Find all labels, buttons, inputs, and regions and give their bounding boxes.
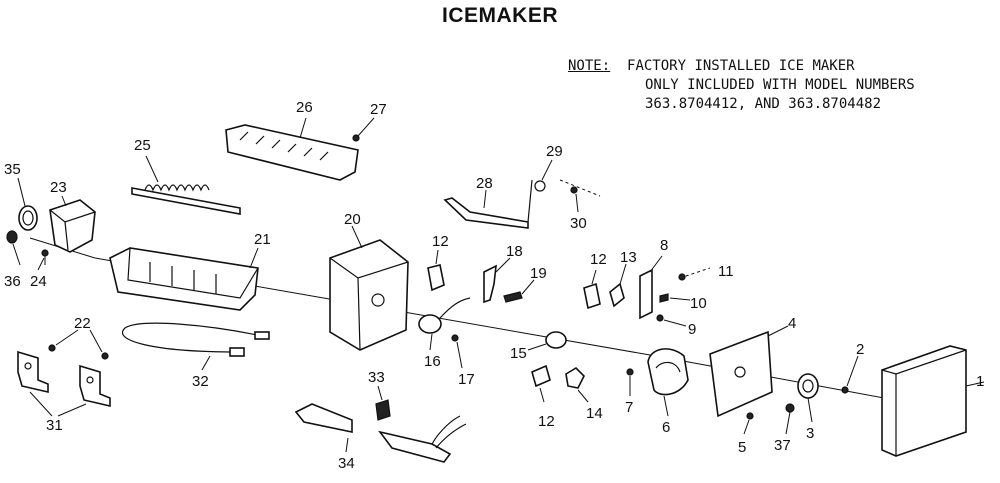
part-21-mold bbox=[109, 247, 259, 311]
callout-2: 2 bbox=[856, 341, 864, 358]
diagram-title: ICEMAKER bbox=[441, 4, 558, 27]
callout-20: 20 bbox=[344, 211, 361, 228]
part-34-harness bbox=[294, 403, 467, 463]
part-27-screw bbox=[352, 117, 375, 142]
part-8-thermostat bbox=[639, 255, 663, 320]
part-26-stripper bbox=[225, 117, 359, 181]
part-24-screw bbox=[37, 249, 49, 271]
part-31-brackets bbox=[17, 350, 111, 417]
part-32-heater bbox=[122, 322, 270, 371]
callout-14: 14 bbox=[586, 405, 603, 422]
part-15-plug bbox=[527, 331, 567, 351]
callout-36: 36 bbox=[4, 273, 21, 290]
part-3-knob bbox=[797, 373, 819, 423]
part-37-nut bbox=[785, 403, 795, 435]
callout-25: 25 bbox=[134, 137, 151, 154]
callout-1: 1 bbox=[976, 373, 984, 390]
callout-24: 24 bbox=[30, 273, 47, 290]
callout-9: 9 bbox=[688, 321, 696, 338]
part-9-screw bbox=[656, 314, 687, 327]
part-33-clip bbox=[375, 385, 391, 421]
part-11-screw bbox=[678, 267, 711, 281]
part-18-lever bbox=[483, 257, 511, 304]
part-12-switch-lower bbox=[531, 364, 551, 403]
part-2-screw bbox=[841, 355, 859, 394]
callout-6: 6 bbox=[662, 419, 670, 436]
part-30-screw bbox=[559, 179, 601, 213]
callout-8: 8 bbox=[660, 237, 668, 254]
callout-18: 18 bbox=[506, 243, 523, 260]
part-14-actuator bbox=[565, 366, 589, 403]
part-13-holder bbox=[609, 263, 627, 308]
callout-12-middle: 12 bbox=[590, 251, 607, 268]
callout-27: 27 bbox=[370, 101, 387, 118]
part-7-screw bbox=[626, 368, 634, 396]
part-16-motor bbox=[418, 297, 471, 351]
callout-11: 11 bbox=[718, 263, 734, 280]
callout-35: 35 bbox=[4, 161, 21, 178]
note-label: NOTE: bbox=[568, 58, 611, 74]
part-10-clip bbox=[659, 293, 691, 303]
callout-17: 17 bbox=[458, 371, 475, 388]
callout-29: 29 bbox=[546, 143, 563, 160]
part-12-switch-middle bbox=[583, 269, 601, 310]
callout-37: 37 bbox=[774, 437, 791, 454]
part-36-nut bbox=[6, 230, 21, 266]
part-20-housing bbox=[329, 225, 409, 351]
callout-28: 28 bbox=[476, 175, 493, 192]
callout-21: 21 bbox=[254, 231, 271, 248]
callout-4: 4 bbox=[788, 315, 796, 332]
callout-34: 34 bbox=[338, 455, 355, 472]
part-1-cover bbox=[881, 345, 985, 457]
part-23-fill-cup bbox=[49, 195, 96, 253]
part-25-ejector bbox=[131, 155, 241, 215]
part-22-screws bbox=[48, 329, 109, 360]
callout-5: 5 bbox=[738, 439, 746, 456]
callout-10: 10 bbox=[690, 295, 707, 312]
callout-22: 22 bbox=[74, 315, 91, 332]
part-28-shutoff-arm bbox=[443, 179, 533, 229]
callout-7: 7 bbox=[625, 399, 633, 416]
callout-12-upper: 12 bbox=[432, 233, 449, 250]
callout-12-lower: 12 bbox=[538, 413, 555, 430]
callout-3: 3 bbox=[806, 425, 814, 442]
callout-26: 26 bbox=[296, 99, 313, 116]
part-5-screw bbox=[743, 412, 754, 435]
callout-30: 30 bbox=[570, 215, 587, 232]
callout-13: 13 bbox=[620, 249, 637, 266]
part-12-switch-upper bbox=[427, 249, 445, 292]
factory-note: NOTE: FACTORY INSTALLED ICE MAKER ONLY IN… bbox=[568, 57, 915, 114]
callout-32: 32 bbox=[192, 373, 209, 390]
callout-31: 31 bbox=[46, 417, 63, 434]
part-35-gasket bbox=[17, 177, 38, 231]
callout-19: 19 bbox=[530, 265, 547, 282]
callout-33: 33 bbox=[368, 369, 385, 386]
part-6-cover bbox=[647, 348, 689, 417]
part-17-screw bbox=[451, 334, 463, 369]
part-4-plate bbox=[709, 325, 789, 418]
note-line-2: ONLY INCLUDED WITH MODEL NUMBERS bbox=[645, 77, 915, 93]
part-19-pin bbox=[503, 279, 535, 303]
part-29-crank bbox=[534, 159, 553, 192]
callout-23: 23 bbox=[50, 179, 67, 196]
callout-15: 15 bbox=[510, 345, 527, 362]
note-line-1: FACTORY INSTALLED ICE MAKER bbox=[627, 58, 855, 74]
note-line-3: 363.8704412, AND 363.8704482 bbox=[645, 96, 882, 112]
callout-16: 16 bbox=[424, 353, 441, 370]
